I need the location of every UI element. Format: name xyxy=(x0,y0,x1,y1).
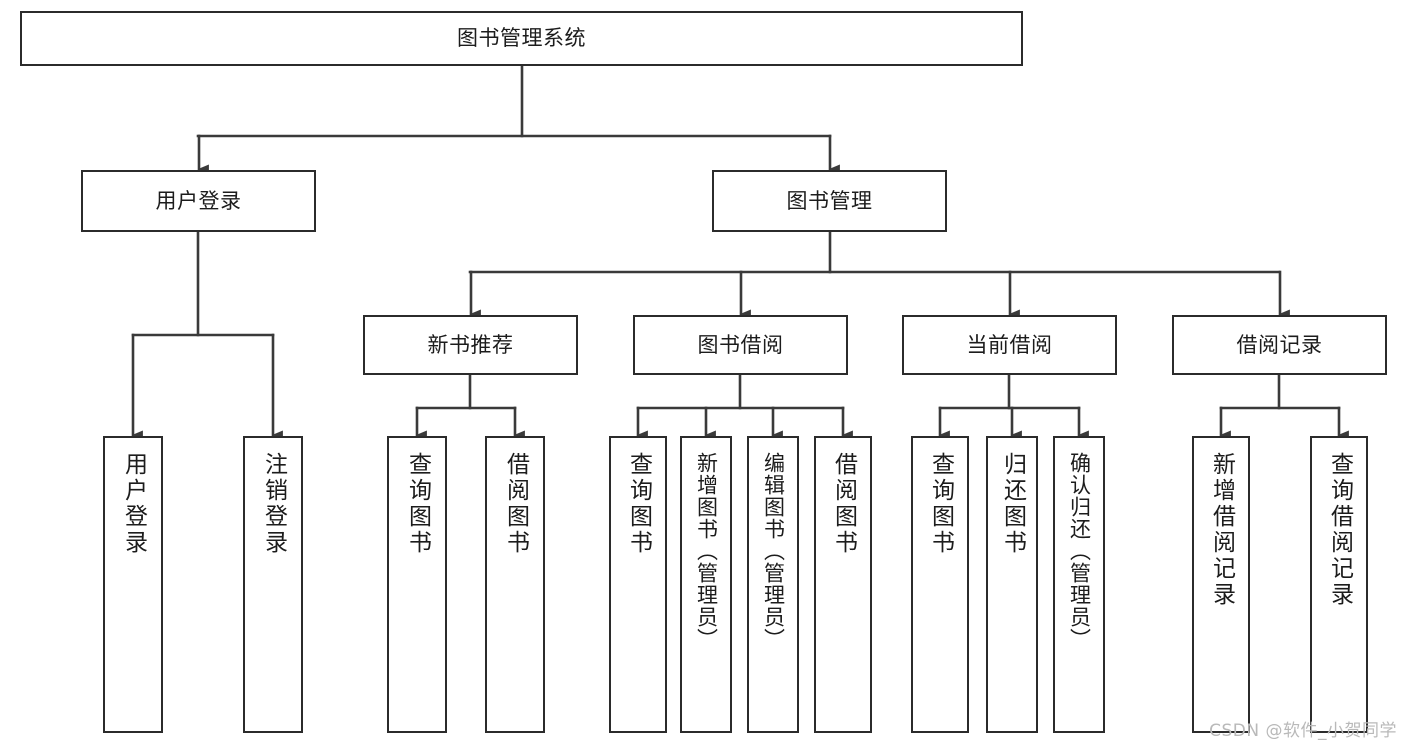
node-label: 新增图书（管理员） xyxy=(694,452,719,650)
node-label: 查询图书 xyxy=(927,452,954,556)
leaf-node-leaf-add-borrow-record[interactable]: 新增借阅记录 xyxy=(1192,436,1250,733)
leaf-node-leaf-query-book-borrow[interactable]: 查询图书 xyxy=(609,436,667,733)
branch-node-user-login[interactable]: 用户登录 xyxy=(81,170,316,232)
node-label: 图书管理 xyxy=(786,188,873,213)
leaf-node-leaf-query-borrow-record[interactable]: 查询借阅记录 xyxy=(1310,436,1368,733)
node-label: 编辑图书（管理员） xyxy=(761,452,786,650)
leaf-node-leaf-confirm-return-admin[interactable]: 确认归还（管理员） xyxy=(1053,436,1105,733)
node-label: 确认归还（管理员） xyxy=(1067,452,1092,650)
node-label: 借阅图书 xyxy=(502,452,529,556)
leaf-node-leaf-edit-book-admin[interactable]: 编辑图书（管理员） xyxy=(747,436,799,733)
node-label: 新增借阅记录 xyxy=(1208,452,1235,608)
branch-node-new-book-recommend[interactable]: 新书推荐 xyxy=(363,315,578,375)
node-label: 查询借阅记录 xyxy=(1326,452,1353,608)
node-label: 图书借阅 xyxy=(697,332,784,357)
leaf-node-leaf-add-book-admin[interactable]: 新增图书（管理员） xyxy=(680,436,732,733)
branch-node-book-borrow[interactable]: 图书借阅 xyxy=(633,315,848,375)
node-label: 图书管理系统 xyxy=(457,26,586,51)
leaf-node-leaf-borrow-book-borrow[interactable]: 借阅图书 xyxy=(814,436,872,733)
node-label: 新书推荐 xyxy=(427,332,514,357)
node-label: 借阅图书 xyxy=(830,452,857,556)
leaf-node-leaf-return-book[interactable]: 归还图书 xyxy=(986,436,1038,733)
node-label: 查询图书 xyxy=(625,452,652,556)
leaf-node-leaf-user-login[interactable]: 用户登录 xyxy=(103,436,163,733)
leaf-node-leaf-borrow-book-rec[interactable]: 借阅图书 xyxy=(485,436,545,733)
node-label: 用户登录 xyxy=(120,452,147,556)
branch-node-book-manage[interactable]: 图书管理 xyxy=(712,170,947,232)
node-label: 当前借阅 xyxy=(966,332,1053,357)
branch-node-borrow-record[interactable]: 借阅记录 xyxy=(1172,315,1387,375)
node-label: 借阅记录 xyxy=(1236,332,1323,357)
leaf-node-leaf-logout-login[interactable]: 注销登录 xyxy=(243,436,303,733)
watermark-text: CSDN @软件_小贺同学 xyxy=(1209,721,1397,741)
root-node-root[interactable]: 图书管理系统 xyxy=(20,11,1023,66)
node-label: 注销登录 xyxy=(260,452,287,556)
node-label: 归还图书 xyxy=(999,452,1026,556)
node-label: 用户登录 xyxy=(155,188,242,213)
node-label: 查询图书 xyxy=(404,452,431,556)
branch-node-current-borrow[interactable]: 当前借阅 xyxy=(902,315,1117,375)
leaf-node-leaf-query-book-rec[interactable]: 查询图书 xyxy=(387,436,447,733)
leaf-node-leaf-query-book-current[interactable]: 查询图书 xyxy=(911,436,969,733)
